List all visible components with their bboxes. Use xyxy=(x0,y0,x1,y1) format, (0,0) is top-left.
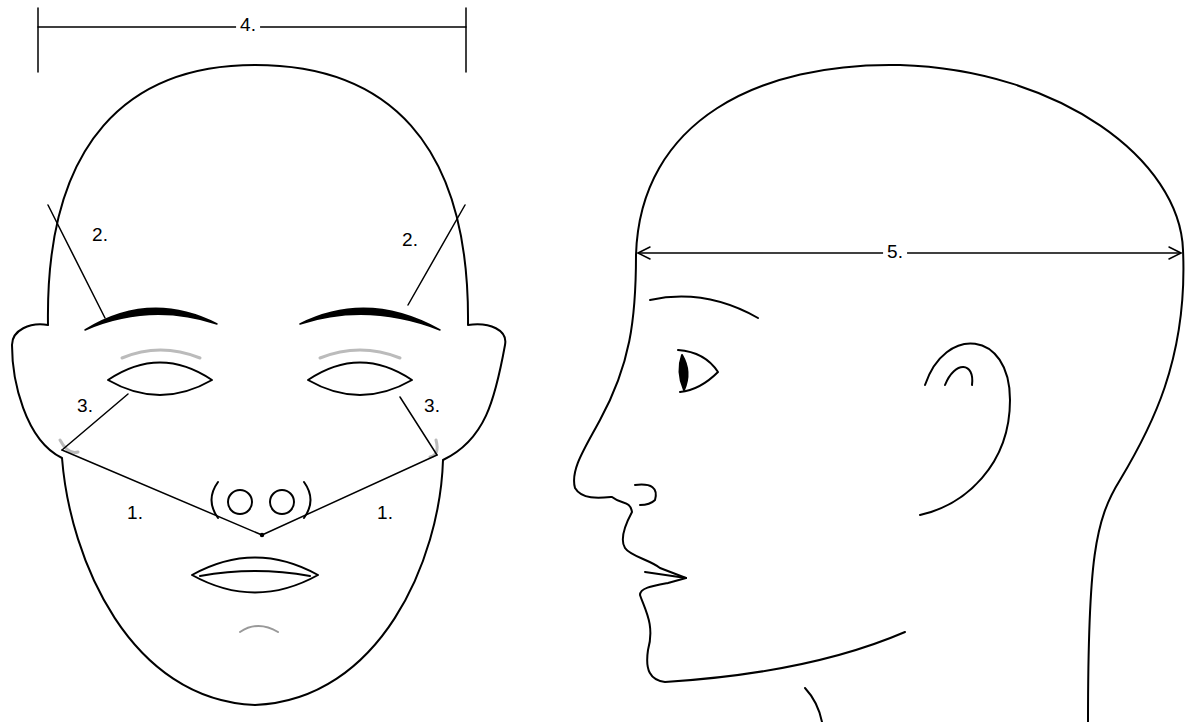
right-eye xyxy=(308,363,412,396)
callout-number: 2. xyxy=(398,229,422,251)
mouth-line xyxy=(200,571,310,576)
callout-number: 5. xyxy=(883,241,907,263)
neck-front xyxy=(805,688,822,722)
side-eye xyxy=(678,350,718,392)
cheek-line-right xyxy=(262,455,437,535)
right-nostril xyxy=(270,490,294,514)
left-eyebrow xyxy=(85,308,217,330)
side-face xyxy=(574,65,1183,722)
nostril xyxy=(635,485,656,505)
measurement-lines xyxy=(38,8,466,537)
callout-number: 4. xyxy=(236,14,260,36)
left-eye xyxy=(108,363,212,396)
side-eyebrow xyxy=(650,297,758,318)
callout-number: 3. xyxy=(73,395,97,417)
right-eyebrow xyxy=(300,308,440,330)
head-profile xyxy=(636,65,1183,722)
callout-number: 1. xyxy=(373,502,397,524)
eye-line-left xyxy=(62,394,128,450)
lip-line xyxy=(645,572,686,578)
callout-number: 2. xyxy=(88,224,112,246)
depth-line xyxy=(638,252,1181,254)
left-nostril xyxy=(228,490,252,514)
width-tick-left xyxy=(37,8,39,72)
side-iris xyxy=(679,355,687,390)
head-outline xyxy=(12,65,505,705)
forehead-line-left xyxy=(48,205,105,318)
callout-number: 3. xyxy=(420,395,444,417)
left-eyelid xyxy=(122,350,200,358)
callout-number: 1. xyxy=(123,502,147,524)
side-ear-inner xyxy=(945,367,972,385)
front-face xyxy=(12,65,505,705)
lip-point xyxy=(261,534,264,537)
nose-left xyxy=(212,482,219,518)
face-profile xyxy=(574,255,905,682)
right-eyelid xyxy=(320,350,400,358)
mouth xyxy=(192,558,318,593)
side-ear xyxy=(920,343,1010,515)
width-tick-right xyxy=(465,8,467,72)
forehead-line-right xyxy=(408,205,465,305)
chin-line xyxy=(240,626,278,632)
cheek-line-left xyxy=(62,450,262,535)
